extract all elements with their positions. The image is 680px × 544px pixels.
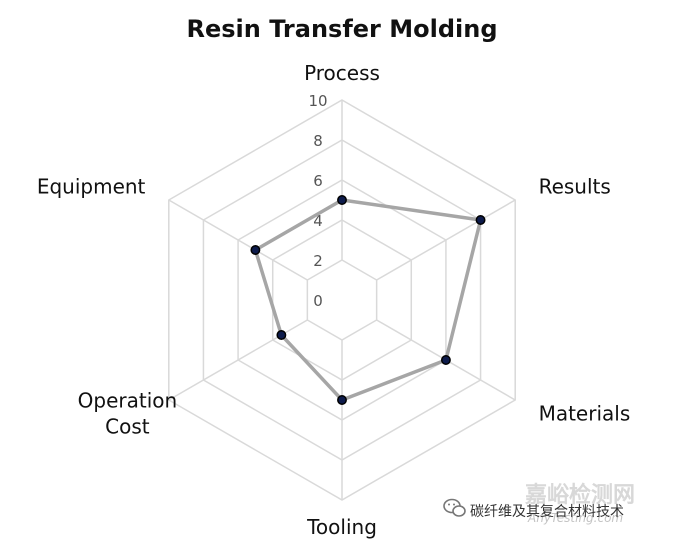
spoke-1 [376,199,516,281]
tick-label-8: 8 [313,132,323,150]
wechat-icon [443,498,466,517]
axis-label-3: Tooling [306,515,377,539]
data-point-2 [440,355,451,365]
tick-label-10: 10 [308,92,327,110]
axis-label-1: Results [539,175,611,199]
axis-label-0: Process [304,61,380,85]
axis-label-5: Equipment [37,175,146,199]
data-point-4 [276,330,287,340]
tick-label-6: 6 [313,172,323,190]
spoke-5 [168,199,308,281]
radial-tick-labels: 0 2 4 6 8 10 [308,92,327,310]
radar-grid [168,99,516,501]
watermark-text: 碳纤维及其复合材料技术 [470,503,624,520]
watermark: 嘉峪检测网 AnyTesting.com 碳纤维及其复合材料技术 [443,482,635,525]
data-point-1 [475,215,486,225]
data-point-3 [337,395,347,405]
axis-label-2: Materials [539,402,631,426]
watermark-background-text: 嘉峪检测网 [525,482,635,508]
tick-label-4: 4 [313,212,323,230]
data-point-5 [250,245,261,255]
series-layer [250,195,486,405]
tick-label-0: 0 [313,292,323,310]
tick-label-2: 2 [313,252,323,270]
watermark-background-subtext: AnyTesting.com [527,511,623,525]
chart-title: Resin Transfer Molding [186,15,497,43]
series-line-0 [253,198,483,402]
data-point-0 [337,195,347,205]
